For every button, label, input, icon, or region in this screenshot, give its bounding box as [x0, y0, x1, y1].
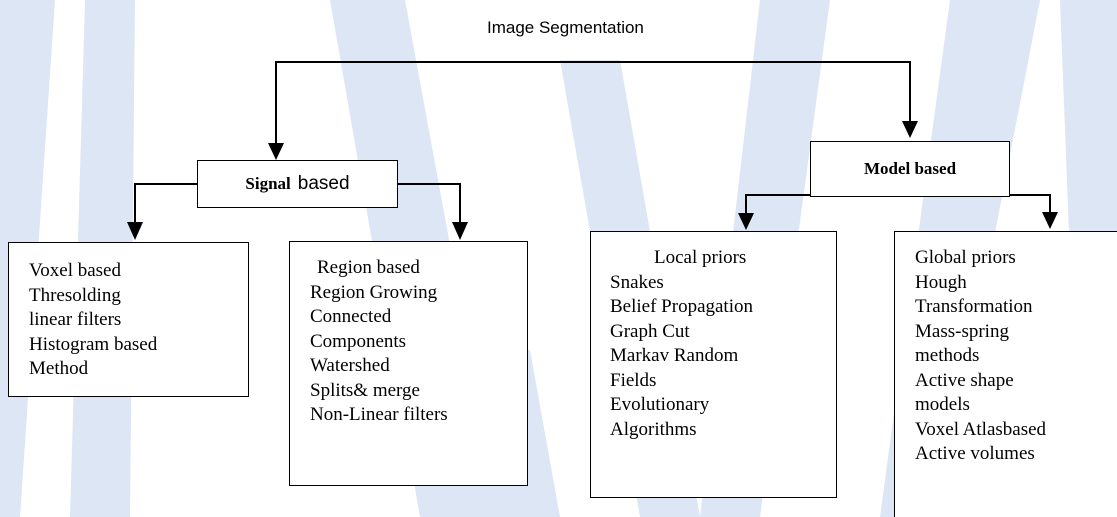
list-item: Snakes: [610, 271, 664, 293]
diagram-title: Image Segmentation: [487, 18, 644, 37]
signal-based-box: Signal based: [197, 160, 398, 208]
region-based-box: Region based Region Growing Connected Co…: [289, 241, 528, 486]
list-item: Non-Linear filters: [310, 404, 448, 425]
list-item: linear filters: [29, 309, 122, 330]
list-item: Splits& merge: [310, 379, 420, 401]
list-item: Belief Propagation: [610, 296, 753, 317]
list-item: Active shape: [915, 369, 1014, 391]
signal-bold-label: Signal: [245, 174, 291, 193]
list-item: Transformation: [915, 296, 1033, 317]
region-list: Region based Region Growing Connected Co…: [310, 256, 527, 428]
global-list: Global priors Hough Transformation Mass-…: [915, 246, 1117, 467]
list-item: Graph Cut: [610, 320, 690, 342]
signal-rest-label: based: [297, 173, 350, 194]
list-item: Algorithms: [610, 418, 697, 440]
list-item: Histogram based: [29, 333, 158, 355]
global-priors-box: Global priors Hough Transformation Mass-…: [894, 231, 1117, 517]
list-item: methods: [915, 345, 980, 366]
global-heading: Global priors: [915, 247, 1016, 268]
region-heading: Region based: [317, 257, 420, 278]
list-item: Hough: [915, 271, 967, 293]
model-based-box: Model based: [810, 141, 1010, 197]
list-item: models: [915, 394, 970, 415]
arrow-to-voxel: [127, 222, 143, 240]
list-item: Voxel based: [29, 260, 121, 281]
model-connector-right: [1010, 194, 1051, 212]
list-item: Evolutionary: [610, 394, 710, 415]
list-item: Active volumes: [915, 443, 1035, 464]
arrow-to-local: [738, 213, 754, 230]
arrow-to-signal: [268, 143, 284, 160]
list-item: Markav Random: [610, 345, 739, 366]
local-list: Local priors Snakes Belief Propagation G…: [610, 246, 836, 442]
local-priors-box: Local priors Snakes Belief Propagation G…: [590, 231, 837, 498]
voxel-based-box: Voxel based Thresolding linear filters H…: [8, 242, 249, 397]
list-item: Watershed: [310, 355, 390, 376]
list-item: Mass-spring: [915, 320, 1009, 342]
local-heading: Local priors: [654, 247, 747, 268]
arrow-to-global: [1042, 212, 1058, 229]
model-label: Model based: [863, 159, 957, 178]
signal-connector: [134, 183, 197, 222]
list-item: Components: [310, 330, 407, 352]
list-item: Connected: [310, 306, 392, 327]
list-item: Fields: [610, 369, 657, 391]
root-connector: [275, 61, 911, 152]
list-item: Region Growing: [310, 281, 438, 303]
arrow-to-model: [902, 121, 918, 138]
list-item: Method: [29, 358, 89, 379]
voxel-list: Voxel based Thresolding linear filters H…: [29, 259, 248, 382]
list-item: Voxel Atlasbased: [915, 418, 1047, 440]
arrow-to-region: [452, 222, 468, 240]
list-item: Thresolding: [29, 284, 121, 306]
signal-connector-right: [398, 183, 461, 222]
model-connector-left: [745, 194, 810, 225]
